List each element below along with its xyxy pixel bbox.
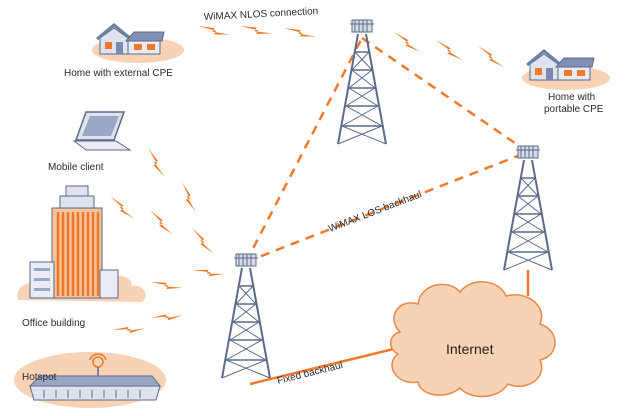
internet-cloud-icon bbox=[389, 281, 556, 398]
office-building-label: Office building bbox=[22, 318, 85, 329]
mobile-client-label: Mobile client bbox=[48, 162, 104, 173]
office-building-icon bbox=[17, 185, 146, 302]
hotspot-icon bbox=[14, 352, 166, 408]
fixed-backhaul-links bbox=[249, 270, 530, 386]
nlos-connection-label: WiMAX NLOS connection bbox=[204, 6, 319, 23]
laptop-icon bbox=[72, 111, 132, 151]
house-icon bbox=[522, 49, 610, 90]
house-icon bbox=[92, 23, 184, 63]
tower-main-icon bbox=[221, 253, 271, 379]
fixed-backhaul-label: Fixed backhaul bbox=[276, 360, 344, 387]
home-portable-label-1: Home with bbox=[548, 92, 595, 103]
tower-right-icon bbox=[503, 145, 553, 271]
los-backhaul-label: WiMAX LOS backhaul bbox=[327, 189, 423, 235]
home-portable-label-2: portable CPE bbox=[544, 104, 604, 115]
los-backhaul-links bbox=[244, 36, 529, 264]
lightning-icon bbox=[105, 148, 225, 343]
internet-label: Internet bbox=[446, 341, 494, 357]
home-external-label: Home with external CPE bbox=[64, 68, 173, 79]
hotspot-label: Hotspot bbox=[22, 372, 57, 383]
